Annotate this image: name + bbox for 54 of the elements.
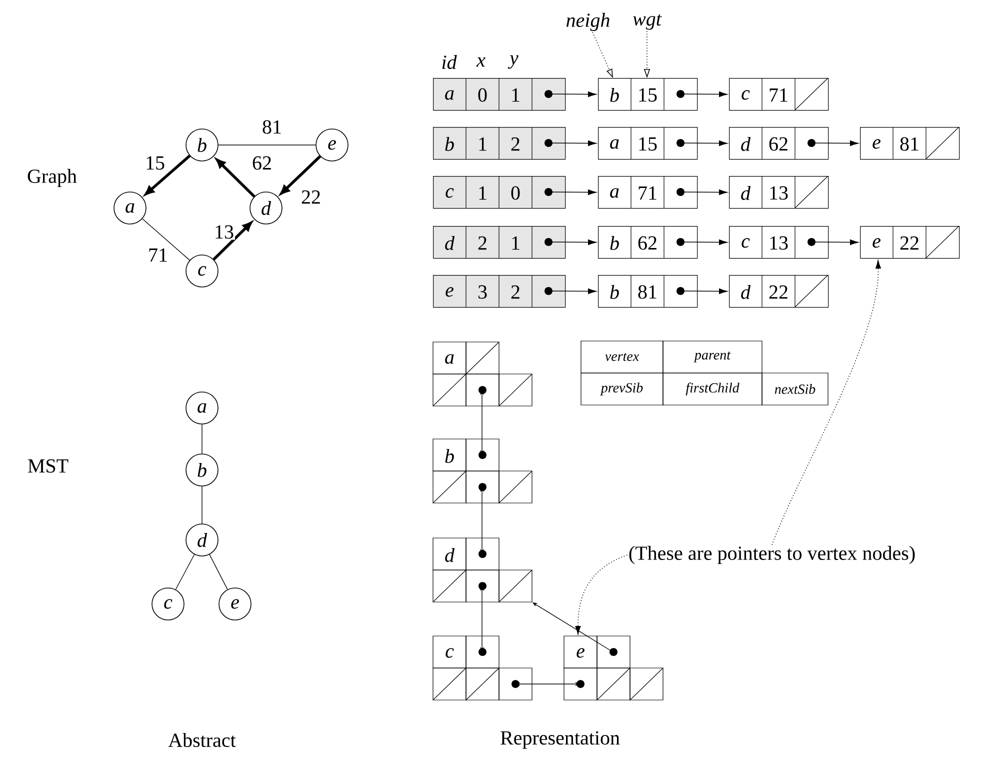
vertex-record: b 1 2 bbox=[433, 126, 566, 160]
vertex-record: a 0 1 bbox=[433, 78, 566, 111]
record-template: vertex parent prevSib firstChild nextSib bbox=[580, 340, 828, 406]
edge-label: 13 bbox=[213, 224, 235, 240]
tree-record: c bbox=[432, 636, 532, 700]
list-record: b 15 bbox=[598, 78, 698, 111]
section-label: Abstract bbox=[168, 732, 236, 748]
node-label: e bbox=[576, 648, 584, 658]
list-record: e 22 bbox=[860, 226, 960, 259]
node-label: a bbox=[445, 354, 454, 364]
arrow bbox=[212, 222, 252, 260]
tree-record: b bbox=[432, 438, 532, 504]
list-record: c 71 bbox=[729, 78, 829, 111]
list-record: c 13 bbox=[729, 226, 829, 259]
pointer-arrow bbox=[772, 260, 881, 546]
section-label: Representation bbox=[500, 731, 620, 749]
list-record: d 22 bbox=[729, 274, 829, 308]
vertex-record: c 1 0 bbox=[433, 176, 566, 209]
node-label: firstChild bbox=[686, 382, 740, 396]
edge-line bbox=[175, 554, 195, 590]
node-label: vertex bbox=[605, 352, 640, 362]
list-record: a 15 bbox=[598, 126, 698, 160]
list-record: d 62 bbox=[729, 126, 829, 160]
arrow bbox=[216, 158, 256, 198]
list-record: a 71 bbox=[598, 176, 698, 209]
field-label: id bbox=[442, 54, 457, 70]
list-record: b 81 bbox=[598, 274, 698, 308]
list-record: b 62 bbox=[598, 226, 698, 259]
edge-line bbox=[209, 554, 228, 590]
section-label: MST bbox=[28, 459, 68, 473]
list-record: e 81 bbox=[860, 126, 960, 160]
edge-label: 81 bbox=[261, 119, 283, 135]
arrow bbox=[280, 155, 322, 194]
tree-record: d bbox=[432, 538, 532, 602]
tree-record: e bbox=[564, 636, 664, 700]
list-record: d 13 bbox=[729, 176, 829, 209]
section-label: Graph bbox=[28, 168, 77, 188]
edge-label: 22 bbox=[300, 189, 322, 205]
node-label: prevSib bbox=[600, 382, 643, 396]
node-label: nextSib bbox=[774, 384, 816, 394]
tree-record: a bbox=[432, 342, 532, 406]
edge-label: 71 bbox=[147, 247, 169, 263]
edge-line bbox=[142, 218, 190, 261]
note: (These are pointers to vertex nodes) bbox=[629, 546, 915, 564]
field-label: neigh bbox=[566, 12, 610, 32]
arrow bbox=[144, 154, 191, 196]
vertex-record: e 3 2 bbox=[433, 274, 566, 308]
edge-line bbox=[218, 144, 316, 146]
field-label: y bbox=[508, 55, 518, 69]
field-label: wgt bbox=[633, 14, 662, 30]
edge-label: 62 bbox=[251, 155, 273, 171]
pointer-arrow bbox=[575, 554, 628, 634]
vertex-record: d 2 1 bbox=[433, 226, 566, 259]
edge-label: 15 bbox=[144, 155, 166, 171]
